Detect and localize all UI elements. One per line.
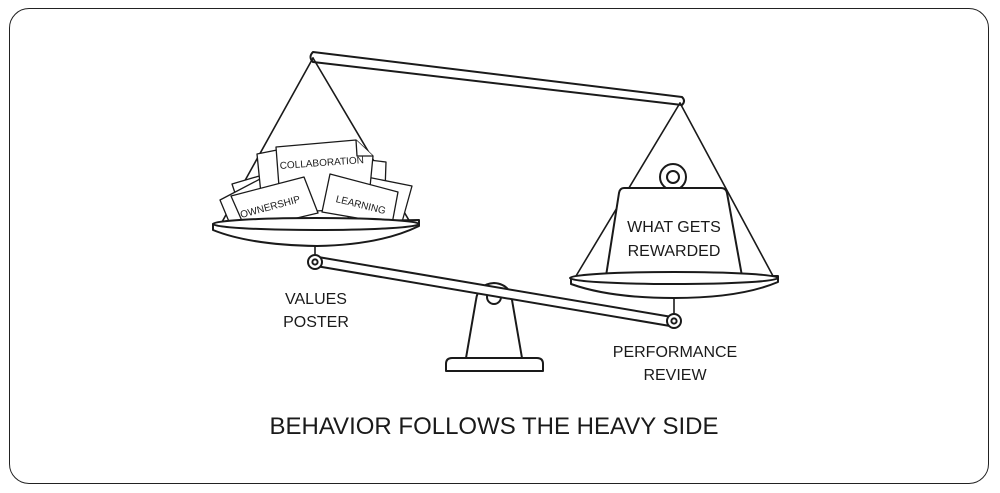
- performance-review-caption-line1: PERFORMANCE: [613, 344, 737, 361]
- performance-review-caption-line2: REVIEW: [643, 367, 707, 384]
- scale-base: [445, 282, 544, 372]
- weight-block: WHAT GETS REWARDED: [605, 163, 743, 277]
- top-beam: [309, 51, 685, 106]
- left-pan: [212, 217, 420, 247]
- weight-label-line1: WHAT GETS: [627, 219, 721, 236]
- paper-ownership: OWNERSHIP: [230, 176, 319, 231]
- paper-learning: LEARNING: [321, 173, 399, 225]
- diagram-frame: [9, 8, 989, 484]
- values-papers: COLLABORATION OWNERSHIP LEARNING: [219, 139, 413, 231]
- weight-label-line2: REWARDED: [628, 243, 721, 260]
- right-pan: [569, 271, 779, 299]
- lever-bar: [307, 254, 682, 329]
- values-poster-caption-line2: POSTER: [283, 314, 349, 331]
- footer-caption: BEHAVIOR FOLLOWS THE HEAVY SIDE: [269, 413, 718, 440]
- values-poster-caption-line1: VALUES: [285, 291, 347, 308]
